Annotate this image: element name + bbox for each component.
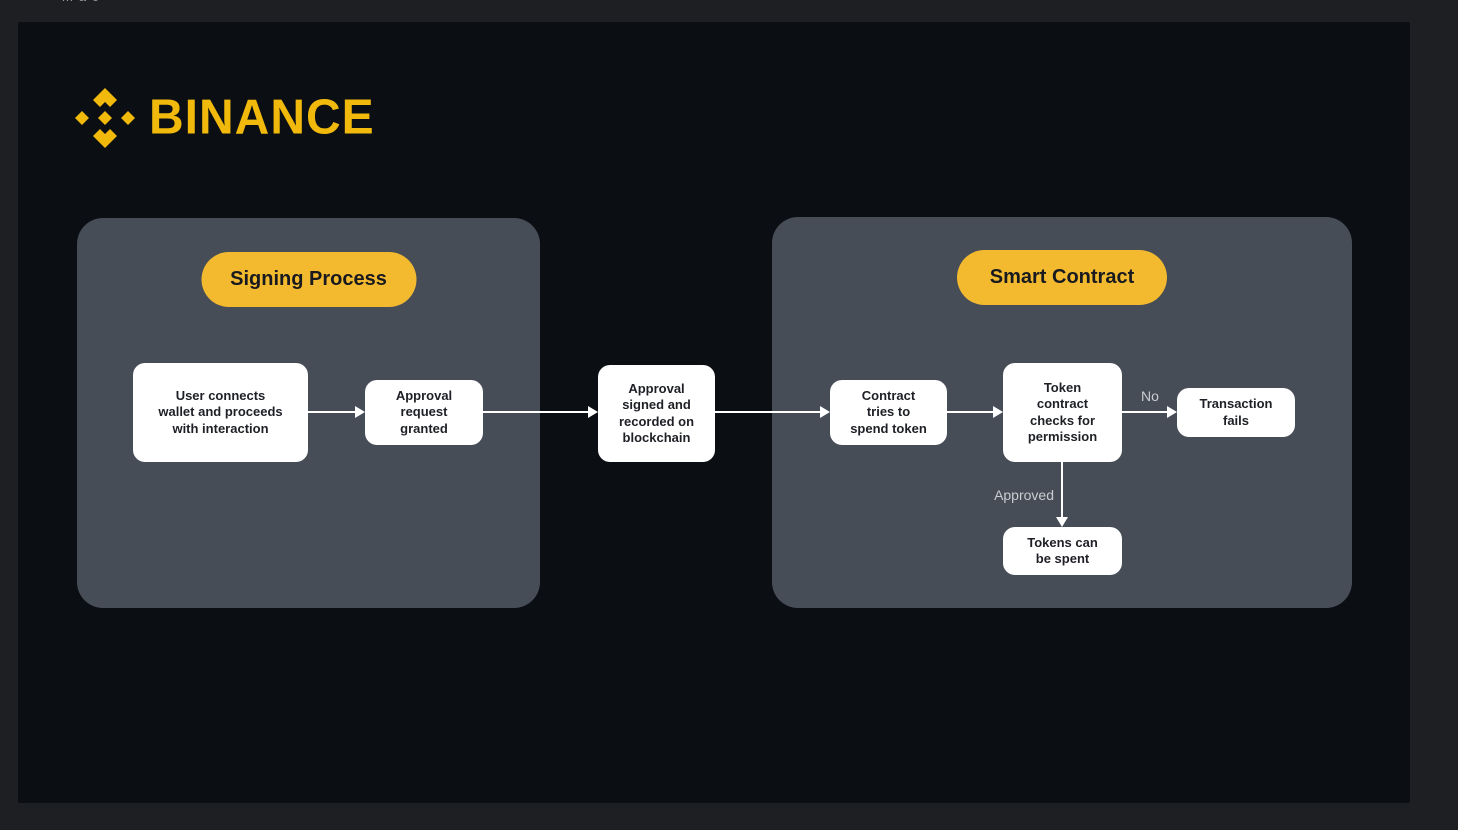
signing-process-pill: Signing Process [201, 252, 416, 307]
flow-node-contract-spend: Contract tries to spend token [830, 380, 947, 445]
arrow-line [947, 411, 993, 413]
arrow-line [1122, 411, 1167, 413]
arrow-head-icon [820, 406, 830, 418]
smart-contract-pill: Smart Contract [957, 250, 1167, 305]
arrow-line [715, 411, 820, 413]
binance-wordmark: BINANCE [149, 90, 375, 145]
arrow-line [483, 411, 588, 413]
flow-node-permission-check: Token contract checks for permission [1003, 363, 1122, 462]
arrow-head-icon [1056, 517, 1068, 527]
flow-node-transaction-fails: Transaction fails [1177, 388, 1295, 437]
arrow-connect-to-granted [308, 406, 365, 418]
binance-logo: BINANCE [75, 86, 375, 150]
arrow-line [1061, 462, 1063, 517]
flow-node-approval-granted: Approval request granted [365, 380, 483, 445]
arrow-head-icon [588, 406, 598, 418]
edge-label-approved: Approved [994, 487, 1054, 503]
arrow-head-icon [993, 406, 1003, 418]
arrow-head-icon [355, 406, 365, 418]
flow-node-approval-recorded: Approval signed and recorded on blockcha… [598, 365, 715, 462]
arrow-head-icon [1167, 406, 1177, 418]
clipped-window-text: mac [62, 0, 222, 4]
arrow-check-to-fails [1122, 406, 1177, 418]
flow-node-connect-wallet: User connects wallet and proceeds with i… [133, 363, 308, 462]
arrow-check-to-spent [1056, 462, 1068, 527]
clipped-window-text-value: mac [62, 0, 222, 4]
arrow-granted-to-recorded [483, 406, 598, 418]
arrow-line [308, 411, 355, 413]
binance-diamond-icon [75, 88, 135, 148]
edge-label-no: No [1141, 388, 1159, 404]
arrow-recorded-to-spend [715, 406, 830, 418]
flow-node-tokens-spent: Tokens can be spent [1003, 527, 1122, 575]
arrow-spend-to-check [947, 406, 1003, 418]
